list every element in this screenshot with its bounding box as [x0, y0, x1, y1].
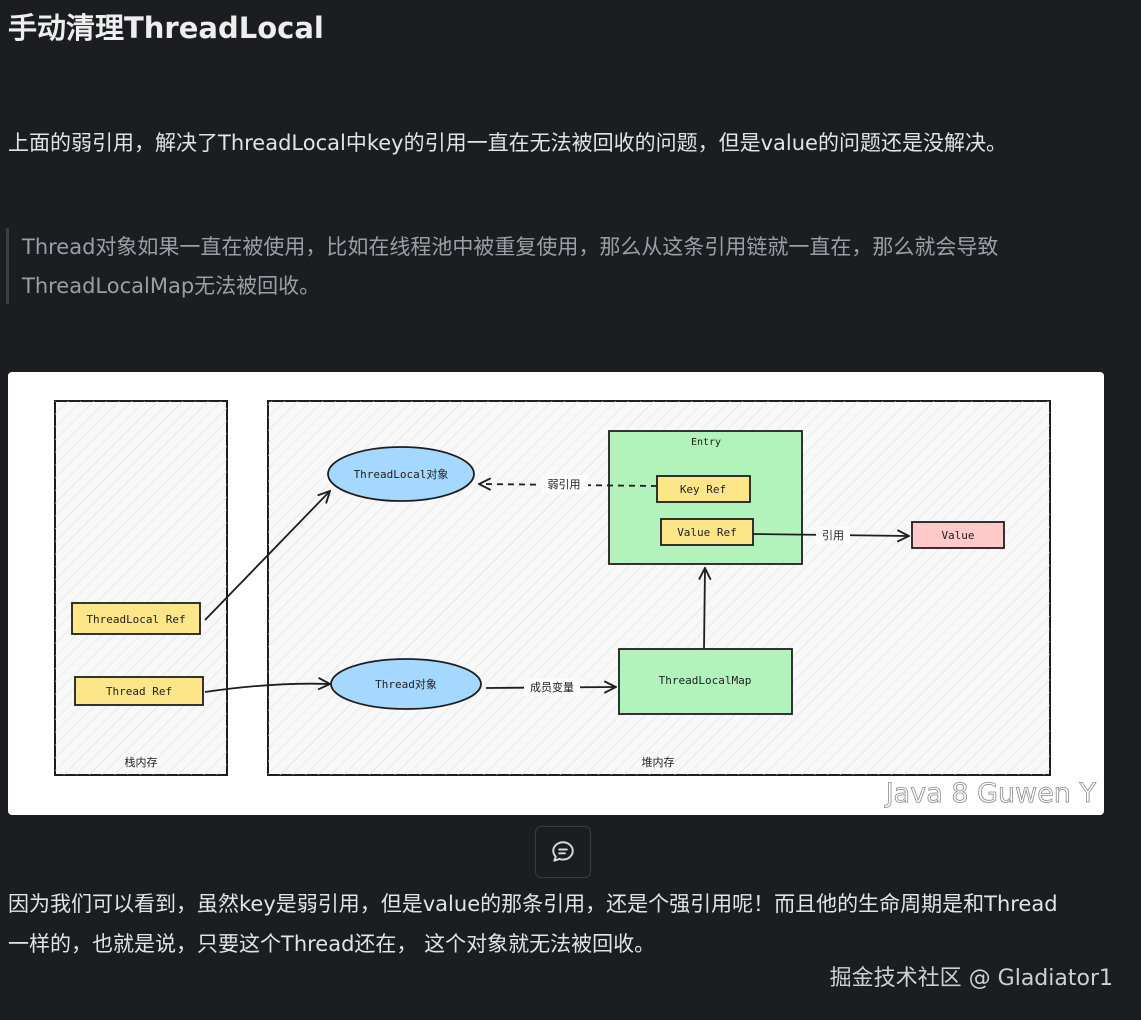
- arrow-threadlocal-ref-to-object: [204, 491, 330, 621]
- thread-ref-label: Thread Ref: [106, 685, 172, 698]
- reference-label: 引用: [822, 528, 844, 542]
- image-watermark: Java 8 Guwen Y: [884, 778, 1097, 809]
- stack-memory-label: 栈内存: [125, 755, 158, 769]
- threadlocal-diagram: 栈内存 堆内存 ThreadLocal Ref Thread Ref Threa…: [54, 400, 1097, 809]
- threadlocal-object-label: ThreadLocal对象: [354, 467, 449, 481]
- weak-reference-label: 弱引用: [548, 477, 581, 491]
- blockquote-line-1: Thread对象如果一直在被使用，比如在线程池中被重复使用，那么从这条引用链就一…: [22, 235, 999, 259]
- paragraph-strong-reference-line-2: 一样的，也就是说，只要这个Thread还在， 这个对象就无法被回收。: [8, 932, 656, 956]
- blockquote-line-2: ThreadLocalMap无法被回收。: [22, 274, 321, 298]
- thread-object-label: Thread对象: [375, 677, 437, 691]
- value-ref-box: [660, 518, 754, 546]
- arrow-thread-ref-to-object: [204, 684, 330, 693]
- heap-memory-label: 堆内存: [642, 755, 675, 769]
- threadlocal-object-ellipse: [327, 446, 475, 502]
- value-label: Value: [941, 529, 974, 542]
- threadlocal-diagram-image: 栈内存 堆内存 ThreadLocal Ref Thread Ref Threa…: [8, 372, 1104, 815]
- comment-button[interactable]: [535, 826, 591, 878]
- key-ref-label: Key Ref: [680, 483, 726, 496]
- paragraph-weak-reference: 上面的弱引用，解决了ThreadLocal中key的引用一直在无法被回收的问题，…: [8, 131, 1007, 155]
- threadlocalmap-box: [618, 648, 793, 715]
- entry-label: Entry: [691, 437, 721, 448]
- footer-watermark: 掘金技术社区 @ Gladiator1: [829, 966, 1113, 991]
- threadlocal-ref-box: [71, 602, 201, 635]
- key-ref-box: [656, 475, 751, 503]
- thread-ref-box: [74, 676, 204, 706]
- value-ref-label: Value Ref: [677, 526, 737, 539]
- comment-icon: [552, 841, 574, 862]
- paragraph-strong-reference-line-1: 因为我们可以看到，虽然key是弱引用，但是value的那条引用，还是个强引用呢！…: [8, 892, 1058, 916]
- threadlocal-ref-label: ThreadLocal Ref: [86, 613, 185, 626]
- member-variable-label: 成员变量: [530, 680, 574, 694]
- blockquote: Thread对象如果一直在被使用，比如在线程池中被重复使用，那么从这条引用链就一…: [6, 228, 1122, 304]
- page-title: 手动清理ThreadLocal: [8, 11, 324, 45]
- value-box: [911, 521, 1005, 549]
- arrow-map-to-entry: [704, 568, 705, 650]
- threadlocalmap-label: ThreadLocalMap: [659, 674, 752, 687]
